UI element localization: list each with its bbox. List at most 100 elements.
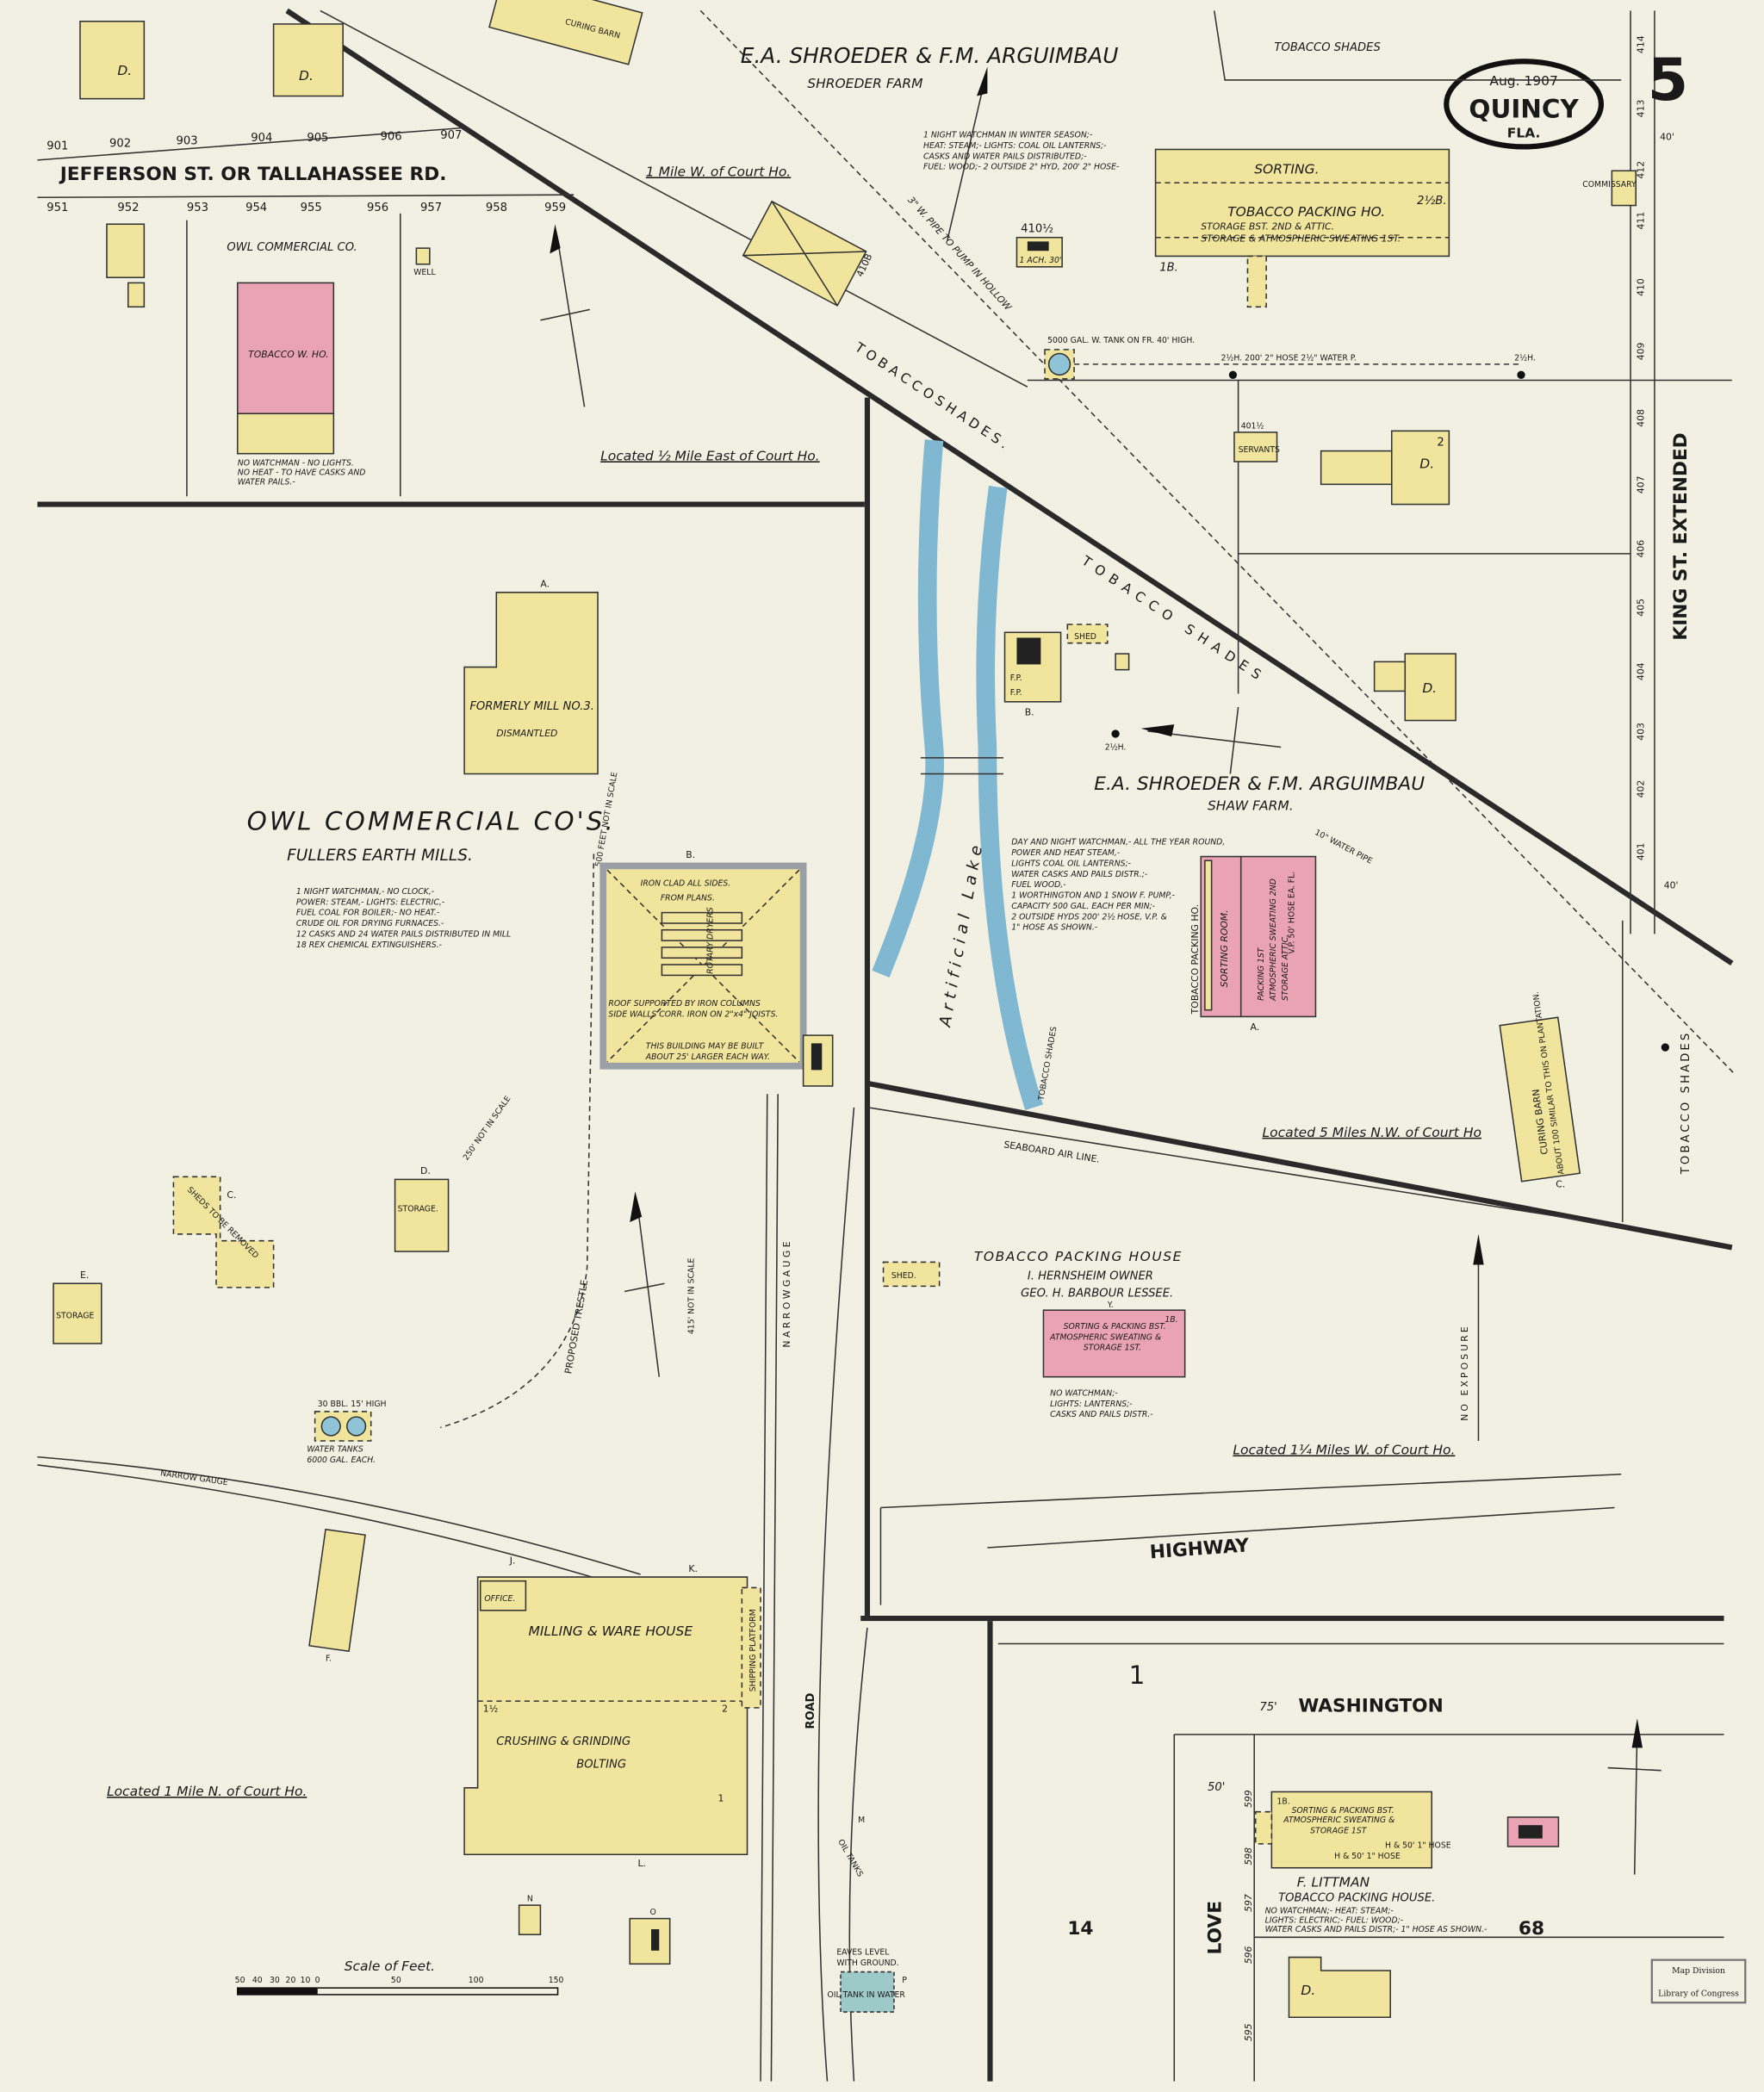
stories-label: 1½	[483, 1704, 498, 1715]
address-label: 410½	[1021, 223, 1053, 236]
note-line: CASKS AND WATER PAILS DISTRIBUTED;-	[923, 152, 1087, 161]
house-number: 596	[1243, 1946, 1254, 1965]
hernsheim-notes: NO WATCHMAN;- LIGHTS: LANTERNS;- CASKS A…	[1050, 1388, 1153, 1419]
note-line: CAPACITY 500 GAL. EACH PER MIN;-	[1011, 902, 1155, 911]
well	[415, 247, 431, 265]
storage-building	[394, 1178, 450, 1252]
building-note: THIS BUILDING MAY BE BUILT	[646, 1042, 765, 1052]
building-letter: E.	[80, 1269, 89, 1281]
location-note: 1 Mile W. of Court Ho.	[646, 164, 791, 179]
building-note: FROM PLANS.	[661, 894, 715, 903]
dwelling	[1288, 1956, 1391, 2019]
building-note: ATMOSPHERIC SWEATING &	[1283, 1816, 1394, 1825]
house-number: 906	[381, 131, 402, 144]
scale-of-feet: Scale of Feet. 50 40 30 20 10 0 50 100 1…	[235, 1959, 564, 1996]
milling-warehouse	[463, 1576, 748, 1856]
littman-packing-house	[1270, 1791, 1433, 1869]
building-note: SORTING & PACKING BST.	[1292, 1806, 1394, 1816]
scale-tick: 40	[252, 1976, 263, 1985]
street-width: 40'	[1664, 880, 1679, 891]
shipping-label: SHIPPING PLATFORM	[748, 1609, 758, 1692]
building-letter: B.	[686, 849, 695, 860]
house-number: 953	[187, 202, 208, 214]
hernsheim-title: TOBACCO PACKING HOUSE	[974, 1249, 1183, 1264]
sorting-label: SORTING.	[1254, 161, 1319, 177]
highway-south-edge	[987, 1506, 1615, 1549]
water-tank	[346, 1416, 367, 1437]
outbuilding	[1115, 653, 1130, 671]
water-tank	[320, 1416, 341, 1437]
building-letter: O	[649, 1908, 655, 1917]
stories-label: 2½B.	[1417, 195, 1446, 208]
tobacco-road-north-edge	[320, 9, 1028, 388]
north-arrow	[947, 66, 988, 241]
owl-tobacco-notes: NO WATCHMAN - NO LIGHTS. NO HEAT - TO HA…	[238, 459, 366, 487]
servants-label: SERVANTS	[1239, 445, 1280, 455]
road-label: ROAD	[804, 1692, 817, 1729]
dwelling-label: D.	[1422, 680, 1437, 696]
small-building	[518, 1904, 542, 1935]
lake-west-channel	[872, 439, 945, 978]
house-number: 597	[1243, 1894, 1254, 1912]
sheet-number: 5	[1648, 47, 1688, 115]
note-line: FUEL: WOOD;- 2 OUTSIDE 2" HYD, 200' 2" H…	[923, 163, 1120, 172]
house-number: 407	[1636, 475, 1647, 494]
north-arrow	[540, 224, 590, 407]
owl-mills-section: A. FORMERLY MILL NO.3. DISMANTLED OWL CO…	[53, 579, 907, 2013]
packing-house-line3: STORAGE & ATMOSPHERIC SWEATING 1ST.	[1201, 233, 1401, 244]
dwelling-wing	[1320, 450, 1393, 486]
owl-mills-title: OWL COMMERCIAL CO'S.	[247, 807, 616, 836]
house-number: 904	[251, 132, 272, 145]
scale-tick: 20	[286, 1976, 296, 1985]
note-line: LIGHTS COAL OIL LANTERNS;-	[1011, 859, 1131, 868]
sheds	[172, 1176, 275, 1288]
street-width: 75'	[1259, 1701, 1276, 1714]
oil-tank-label: OIL TANK IN WATER	[827, 1990, 905, 2000]
hose-label: H & 50' 1" HOSE	[1334, 1852, 1401, 1861]
owl-mills-notes: 1 NIGHT WATCHMAN,- NO CLOCK,- POWER: STE…	[296, 887, 511, 950]
note-line: POWER AND HEAT STEAM,-	[1011, 848, 1121, 858]
love-street-label: LOVE	[1204, 1901, 1226, 1954]
building-letter: K.	[688, 1563, 698, 1574]
dwelling	[106, 223, 146, 278]
house-number: 405	[1636, 599, 1647, 617]
house-number: 951	[47, 202, 68, 214]
hydrant-label: 2½H.	[1105, 743, 1127, 753]
location-note: Located 5 Miles N.W. of Court Ho	[1262, 1125, 1481, 1140]
hydrant-label: 2½H.	[1514, 353, 1536, 363]
building-letter: P	[902, 1976, 907, 1985]
packing-house-label: TOBACCO PACKING HO.	[1189, 904, 1201, 1015]
street-width: 40'	[1660, 132, 1674, 143]
block-number: 68	[1519, 1918, 1544, 1940]
littman-notes: NO WATCHMAN;- HEAT: STEAM;- LIGHTS: ELEC…	[1265, 1906, 1488, 1934]
note-line: 2 OUTSIDE HYDS 200' 2½ HOSE, V.P. &	[1011, 912, 1167, 922]
building-letter: A.	[1251, 1021, 1260, 1033]
scale-tick: 30	[270, 1976, 280, 1985]
house-number: 414	[1636, 35, 1647, 53]
eaves-label: EAVES LEVEL	[836, 1947, 890, 1957]
scale-note: 415' NOT IN SCALE	[687, 1258, 697, 1335]
building-letter: J.	[509, 1555, 516, 1567]
packing-house-label: TOBACCO PACKING HO.	[1227, 204, 1385, 220]
owl-tobacco-warehouse-section: D. D. 901 902 903 904 905 906 907 JEFFER…	[47, 21, 820, 487]
jefferson-north-edge	[37, 127, 461, 161]
house-number: 402	[1636, 780, 1647, 798]
passage	[1246, 255, 1267, 308]
small-building-iron	[629, 1917, 671, 1965]
scale-tick: 100	[469, 1976, 484, 1985]
note-line: NO WATCHMAN;- HEAT: STEAM;-	[1265, 1906, 1394, 1915]
house-number: 901	[47, 140, 68, 153]
location-note: Located 1 Mile N. of Court Ho.	[107, 1784, 307, 1799]
proposed-trestle	[440, 854, 595, 1429]
boilers	[1016, 637, 1041, 665]
littman-section: 1 75' WASHINGTON 50' LOVE 14 68 599 598 …	[1067, 1661, 1747, 2041]
rotary-dryers	[661, 911, 743, 977]
water-pipe-dotted	[699, 9, 1736, 1075]
narrow-gauge-track-2	[37, 1464, 628, 1589]
oil-tank-in-water	[840, 1971, 895, 2013]
note-line: POWER: STEAM,- LIGHTS: ELECTRIC,-	[296, 897, 445, 907]
dismantled-label: DISMANTLED	[496, 728, 557, 739]
house-number: 952	[117, 202, 139, 214]
tobacco-road-south-edge	[285, 8, 1734, 966]
